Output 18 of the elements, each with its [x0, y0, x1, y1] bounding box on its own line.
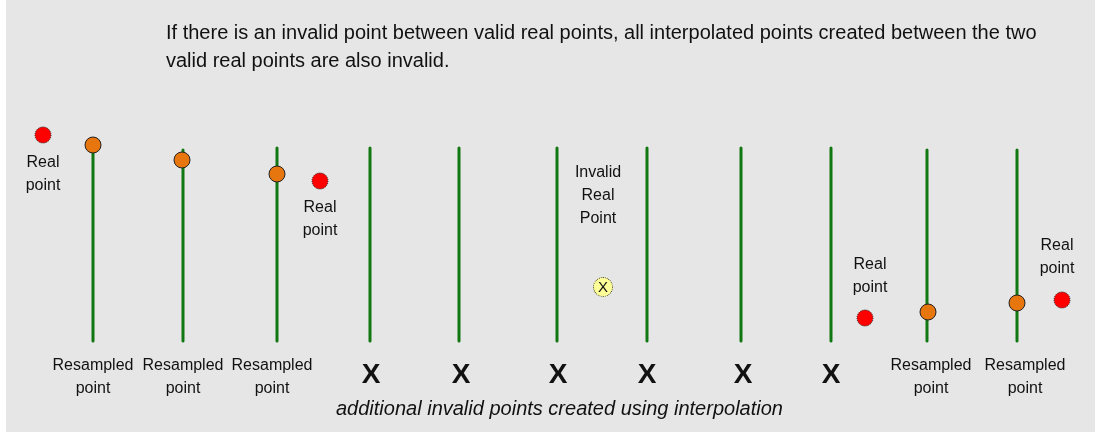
invalid-mark: X [450, 357, 472, 391]
point-label: Resampled point [230, 355, 314, 398]
point-label: Resampled point [141, 355, 225, 398]
invalid-mark: X [360, 357, 382, 391]
invalid-mark: X [636, 357, 658, 391]
point-label: Resampled point [983, 355, 1067, 398]
note-text: If there is an invalid point between valid real points, all interpolated points created between the two valid real points are also invalid. [166, 20, 1038, 73]
point-label: Resampled point [51, 355, 135, 398]
invalid-mark: X [547, 357, 569, 391]
invalid-mark: X [820, 357, 842, 391]
invalid-mark: X [732, 357, 754, 391]
point-label: Real point [301, 197, 339, 240]
point-label: Real point [24, 152, 62, 195]
point-label: Real point [1038, 235, 1076, 278]
point-label: Real point [851, 254, 889, 297]
point-label: Resampled point [889, 355, 973, 398]
point-label: Invalid Real Point [573, 162, 623, 228]
caption: additional invalid points created using interpolation [336, 397, 783, 420]
